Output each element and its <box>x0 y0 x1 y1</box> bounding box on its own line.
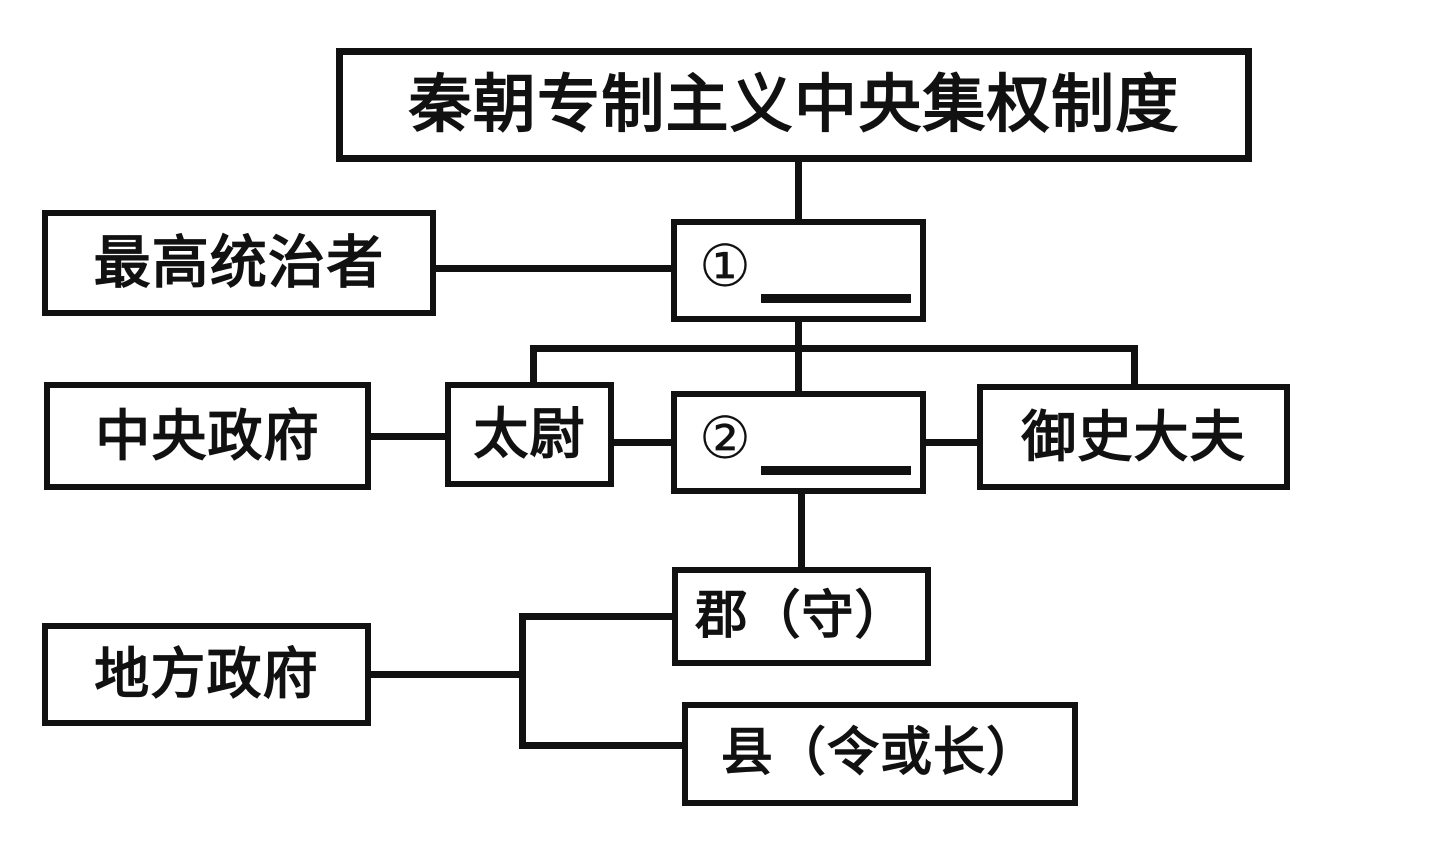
node-jun-label: 郡（守） <box>695 587 908 645</box>
circled-number-2-icon: ② <box>699 405 751 471</box>
node-blank-1[interactable]: ① <box>671 219 926 322</box>
blank-1-content: ① <box>699 237 911 303</box>
node-blank-2[interactable]: ② <box>671 391 926 494</box>
node-title: 秦朝专制主义中央集权制度 <box>336 48 1252 162</box>
connector-central-gov-to-taiwei <box>369 433 449 440</box>
blank-2-content: ② <box>699 409 911 475</box>
node-supreme-ruler-label: 最高统治者 <box>93 231 385 295</box>
node-central-government-label: 中央政府 <box>95 405 320 467</box>
node-yushi-dafu: 御史大夫 <box>977 384 1290 490</box>
connector-bracket-to-xian <box>519 742 686 749</box>
connector-bus-to-taiwei <box>530 345 537 385</box>
connector-bus-to-yushi <box>1131 345 1138 387</box>
node-xian-label: 县（令或长） <box>720 725 1040 782</box>
node-xian: 县（令或长） <box>682 702 1078 806</box>
blank-1-answer-rule[interactable] <box>761 294 911 303</box>
connector-blank1-to-bus <box>795 320 802 352</box>
node-local-government: 地方政府 <box>42 623 371 726</box>
node-taiwei-label: 太尉 <box>473 404 586 465</box>
node-central-government: 中央政府 <box>44 382 371 490</box>
connector-local-bracket <box>519 613 526 749</box>
node-title-label: 秦朝专制主义中央集权制度 <box>408 69 1180 140</box>
node-local-government-label: 地方政府 <box>94 644 319 705</box>
connector-supreme-ruler-to-blank1 <box>434 265 674 272</box>
connector-bus-to-blank2 <box>795 345 802 395</box>
connector-taiwei-to-blank2 <box>611 439 674 446</box>
connector-central-bus <box>530 345 1138 352</box>
node-yushi-dafu-label: 御史大夫 <box>1021 406 1246 468</box>
blank-2-answer-rule[interactable] <box>761 466 911 475</box>
node-supreme-ruler: 最高统治者 <box>42 210 436 316</box>
node-jun: 郡（守） <box>672 567 931 666</box>
connector-title-to-blank1 <box>795 160 802 222</box>
connector-blank2-to-yushi <box>924 439 980 446</box>
node-taiwei: 太尉 <box>445 382 614 487</box>
connector-blank2-to-jun <box>798 492 805 570</box>
circled-number-1-icon: ① <box>699 233 751 299</box>
connector-local-gov-stem <box>369 671 526 678</box>
connector-bracket-to-jun <box>519 613 676 620</box>
